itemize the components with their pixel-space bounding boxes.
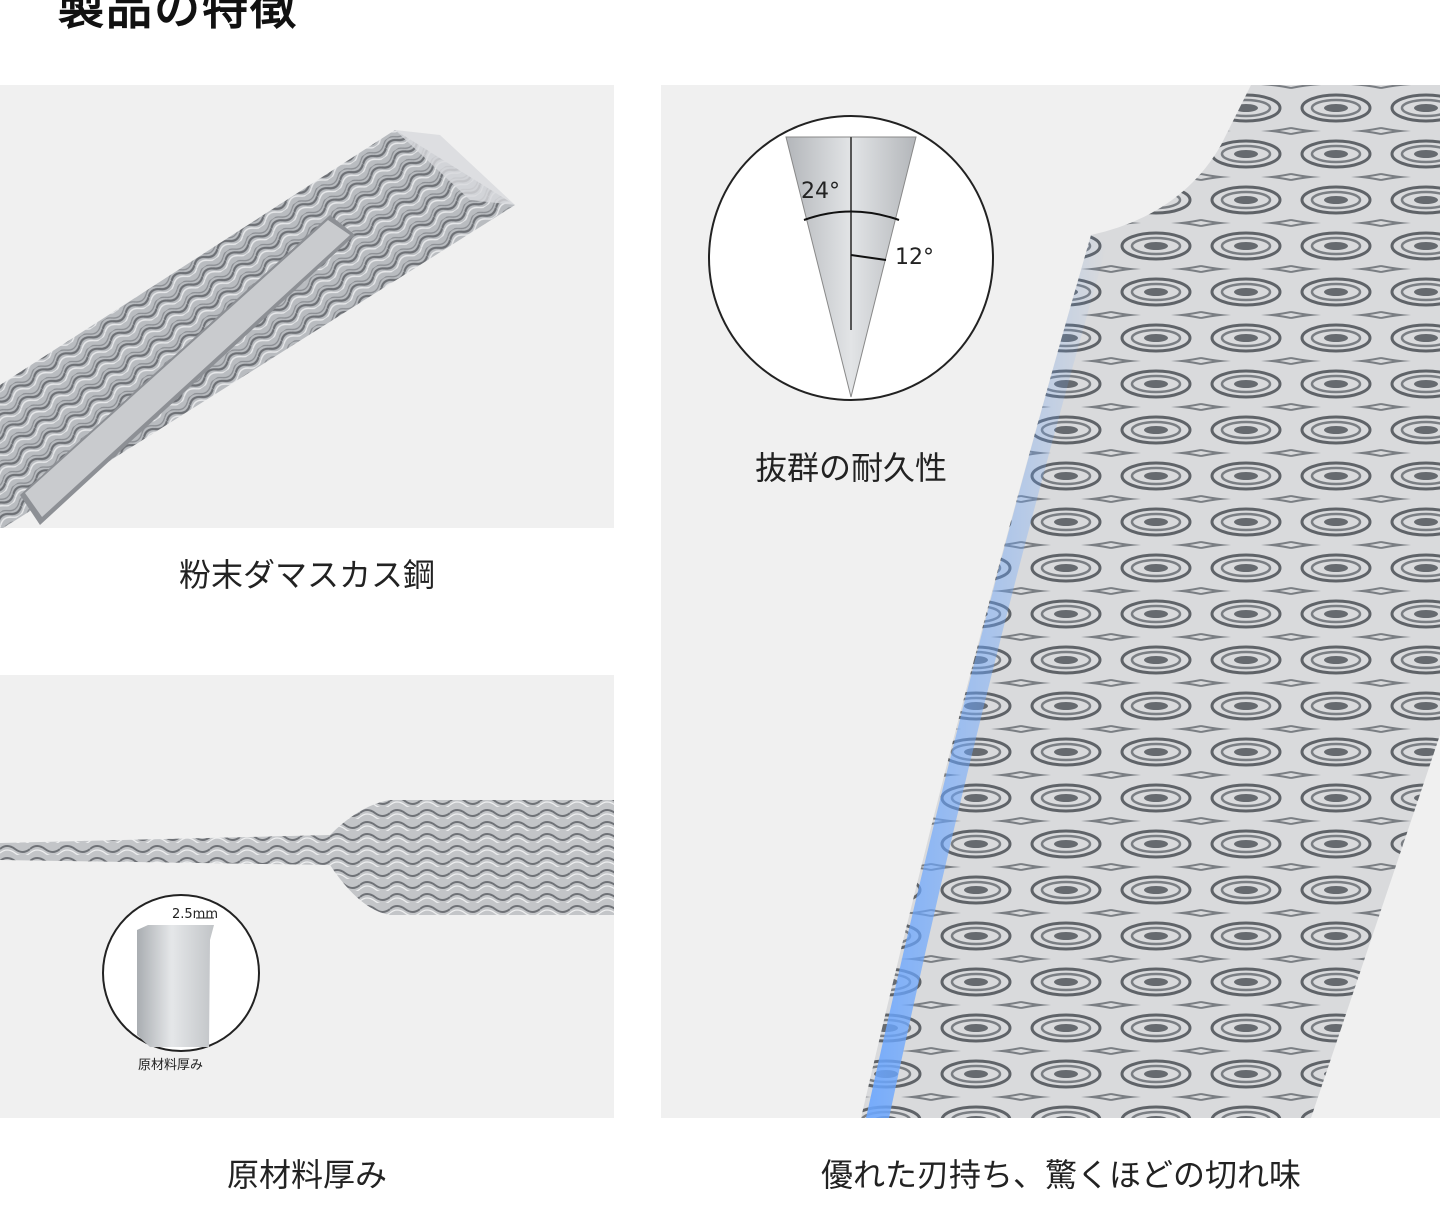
caption-material-thickness: 原材料厚み — [226, 1156, 387, 1194]
blade-spine-image — [0, 800, 614, 1052]
angle-side: 12° — [895, 245, 934, 270]
angle-total: 24° — [801, 179, 840, 204]
damascus-blade-image — [708, 85, 1440, 1118]
thickness-value: 2.5mm — [172, 907, 219, 922]
caption-sharpness: 優れた刃持ち、驚くほどの切れ味 — [820, 1156, 1301, 1194]
caption-damascus-steel: 粉末ダマスカス鋼 — [178, 556, 435, 594]
thickness-panel: 2.5mm 原材料厚み — [0, 675, 614, 1118]
blade-panel: 24° 12° 抜群の耐久性 — [661, 85, 1440, 1118]
page-title: 製品の特徴 — [58, 0, 298, 35]
damascus-handle-panel — [0, 85, 614, 528]
caption-durability: 抜群の耐久性 — [754, 449, 947, 487]
damascus-handle-image — [0, 130, 515, 528]
inset-label: 原材料厚み — [138, 1058, 204, 1073]
